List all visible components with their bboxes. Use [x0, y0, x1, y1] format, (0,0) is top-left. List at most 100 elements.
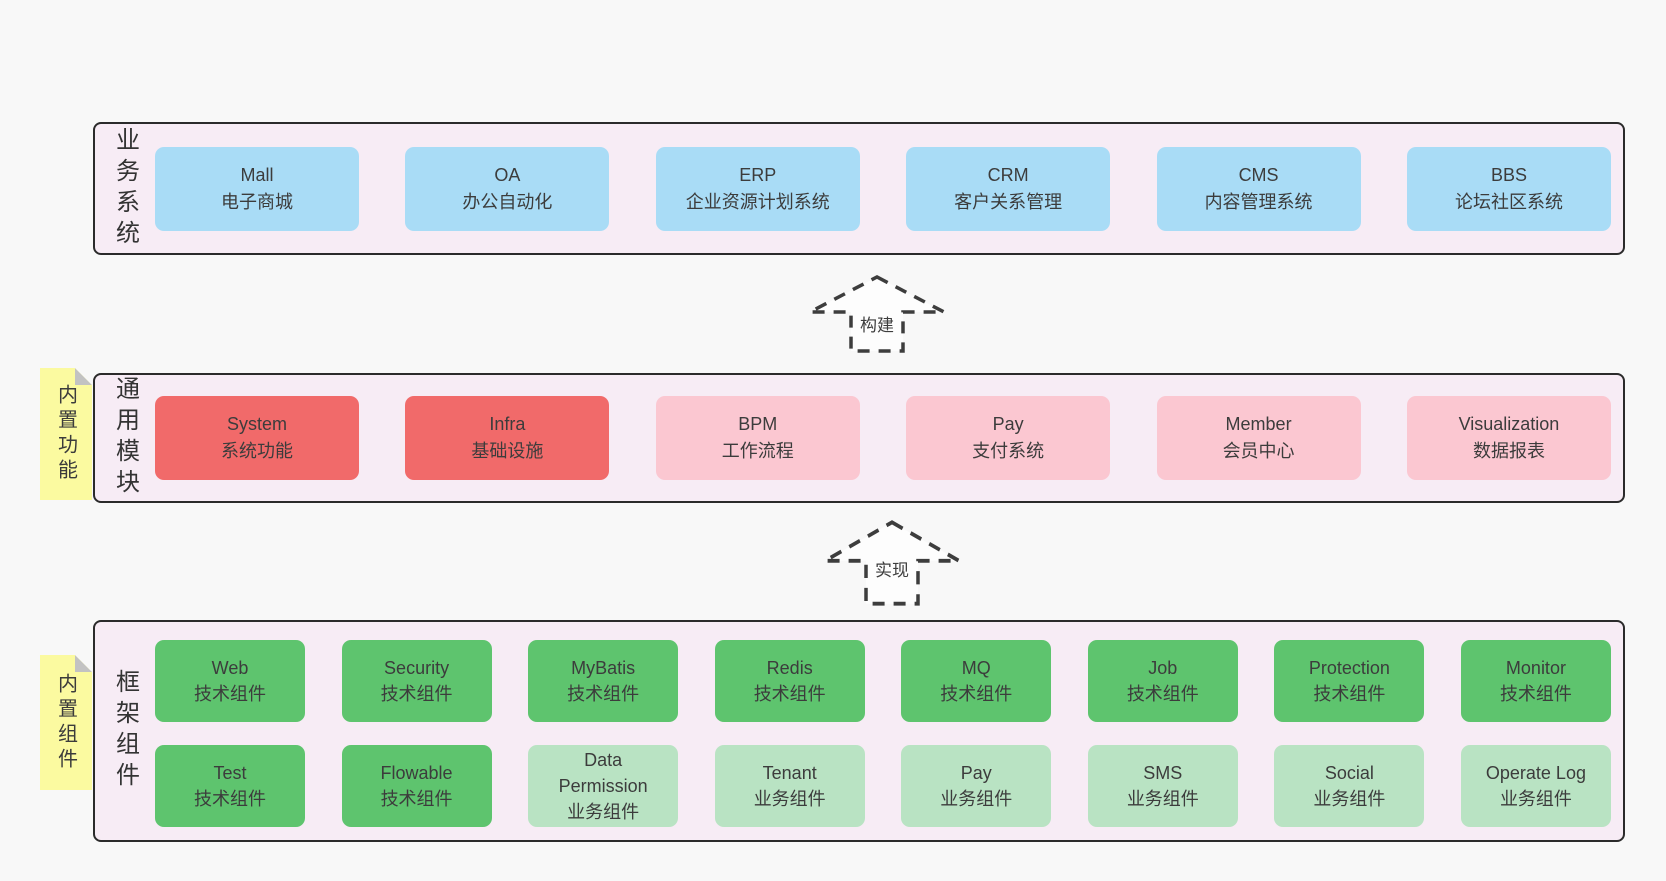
node-title: OA — [494, 164, 521, 185]
layer-business-systems: 业务系统 Mall 电子商城 OA 办公自动化 ERP 企业资源计划系统 CRM… — [93, 122, 1625, 255]
node-subtitle: 业务组件 — [1126, 789, 1199, 809]
diagram-node-crm: CRM 客户关系管理 — [906, 146, 1111, 231]
layer-title: 业务系统 — [111, 126, 139, 251]
node-subtitle: 工作流程 — [721, 441, 794, 461]
diagram-node-web: Web 技术组件 — [155, 640, 305, 722]
node-title: Monitor — [1505, 658, 1566, 678]
node-title: SMS — [1143, 763, 1183, 783]
node-subtitle: 业务组件 — [1313, 789, 1386, 809]
diagram-node-operate-log: Operate Log 业务组件 — [1460, 745, 1611, 827]
diagram-node-data-permission: Data Permission 业务组件 — [528, 745, 679, 827]
diagram-node-member: Member 会员中心 — [1156, 396, 1361, 480]
node-subtitle: 技术组件 — [380, 789, 453, 809]
arrow-label: 实现 — [872, 556, 912, 581]
build-arrow: 构建 — [807, 274, 947, 354]
diagram-node-sms: SMS 业务组件 — [1087, 745, 1238, 827]
node-title: ERP — [739, 164, 777, 185]
node-subtitle: 支付系统 — [972, 441, 1045, 461]
node-subtitle: 技术组件 — [380, 684, 453, 704]
node-subtitle: 电子商城 — [221, 191, 293, 212]
node-subtitle: 办公自动化 — [462, 191, 553, 212]
sticky-note-builtin-features: 内置功能 — [40, 368, 92, 500]
diagram-node-pay-component: Pay 业务组件 — [901, 745, 1052, 827]
node-title: Operate Log — [1485, 763, 1586, 783]
node-subtitle: 系统功能 — [221, 441, 293, 461]
framework-components-row-1: Web 技术组件 Security 技术组件 MyBatis 技术组件 Redi… — [155, 640, 1611, 722]
node-subtitle: 会员中心 — [1222, 441, 1295, 461]
node-title: CRM — [987, 164, 1029, 185]
node-title: Security — [384, 658, 450, 678]
sticky-note-label: 内置组件 — [54, 672, 77, 773]
diagram-node-cms: CMS 内容管理系统 — [1156, 146, 1361, 231]
node-subtitle: 技术组件 — [940, 684, 1013, 704]
diagram-node-protection: Protection 技术组件 — [1274, 640, 1425, 722]
diagram-node-test: Test 技术组件 — [155, 745, 305, 827]
node-title: Web — [211, 658, 249, 678]
node-title: MQ — [961, 658, 991, 678]
layer-common-modules: 通用模块 System 系统功能 Infra 基础设施 BPM 工作流程 Pay… — [93, 373, 1625, 503]
diagram-node-job: Job 技术组件 — [1087, 640, 1238, 722]
sticky-note-label: 内置功能 — [54, 384, 77, 484]
diagram-node-redis: Redis 技术组件 — [714, 640, 865, 722]
node-title: Infra — [489, 414, 526, 434]
node-subtitle: 技术组件 — [194, 684, 266, 704]
diagram-node-system: System 系统功能 — [155, 396, 359, 480]
implement-arrow: 实现 — [822, 519, 962, 607]
diagram-node-mall: Mall 电子商城 — [155, 146, 359, 231]
node-subtitle: 业务组件 — [940, 789, 1013, 809]
node-subtitle: 技术组件 — [194, 789, 266, 809]
layer-title: 通用模块 — [111, 376, 139, 500]
node-title: Pay — [960, 763, 992, 783]
diagram-node-security: Security 技术组件 — [341, 640, 492, 722]
node-title: Flowable — [380, 763, 453, 783]
diagram-node-monitor: Monitor 技术组件 — [1460, 640, 1611, 722]
note-fold-corner-icon — [75, 655, 92, 672]
diagram-node-bpm: BPM 工作流程 — [655, 396, 860, 480]
diagram-node-mybatis: MyBatis 技术组件 — [528, 640, 679, 722]
node-title: Visualization — [1458, 414, 1560, 434]
framework-components-row-2: Test 技术组件 Flowable 技术组件 Data Permission … — [155, 745, 1611, 827]
sticky-note-builtin-components: 内置组件 — [40, 655, 92, 790]
node-title: Pay — [992, 414, 1024, 434]
node-subtitle: 企业资源计划系统 — [685, 191, 830, 212]
node-title: Protection — [1308, 658, 1390, 678]
diagram-node-erp: ERP 企业资源计划系统 — [655, 146, 860, 231]
diagram-node-bbs: BBS 论坛社区系统 — [1406, 146, 1611, 231]
diagram-node-infra: Infra 基础设施 — [405, 396, 610, 480]
node-title: Tenant — [762, 763, 817, 783]
node-subtitle: 技术组件 — [567, 684, 640, 704]
node-subtitle: 技术组件 — [753, 684, 826, 704]
business-systems-row: Mall 电子商城 OA 办公自动化 ERP 企业资源计划系统 CRM 客户关系… — [155, 124, 1611, 253]
node-subtitle: 技术组件 — [1313, 684, 1386, 704]
node-title: Mall — [240, 164, 274, 185]
layer-framework-components: 框架组件 Web 技术组件 Security 技术组件 MyBatis 技术组件… — [93, 620, 1625, 842]
node-subtitle: 业务组件 — [1499, 789, 1572, 809]
node-title: BPM — [738, 414, 778, 434]
note-fold-corner-icon — [75, 368, 92, 385]
node-title: Social — [1324, 763, 1374, 783]
node-subtitle: 论坛社区系统 — [1454, 191, 1563, 212]
node-subtitle: 基础设施 — [471, 441, 544, 461]
diagram-node-pay-module: Pay 支付系统 — [906, 396, 1111, 480]
node-title: System — [226, 414, 287, 434]
node-subtitle: 技术组件 — [1126, 684, 1199, 704]
node-title: Data Permission — [558, 750, 648, 796]
node-subtitle: 技术组件 — [1499, 684, 1572, 704]
node-subtitle: 业务组件 — [567, 802, 640, 822]
common-modules-row: System 系统功能 Infra 基础设施 BPM 工作流程 Pay 支付系统… — [155, 375, 1611, 501]
node-title: BBS — [1490, 164, 1527, 185]
node-subtitle: 客户关系管理 — [954, 191, 1063, 212]
node-title: CMS — [1238, 164, 1279, 185]
node-subtitle: 内容管理系统 — [1204, 191, 1313, 212]
node-subtitle: 业务组件 — [753, 789, 826, 809]
diagram-node-mq: MQ 技术组件 — [901, 640, 1052, 722]
node-title: Job — [1148, 658, 1178, 678]
layer-title: 框架组件 — [111, 669, 139, 793]
diagram-node-oa: OA 办公自动化 — [405, 146, 610, 231]
node-subtitle: 数据报表 — [1472, 441, 1545, 461]
diagram-node-social: Social 业务组件 — [1274, 745, 1425, 827]
node-title: Test — [213, 763, 247, 783]
diagram-node-tenant: Tenant 业务组件 — [714, 745, 865, 827]
node-title: Member — [1225, 414, 1292, 434]
